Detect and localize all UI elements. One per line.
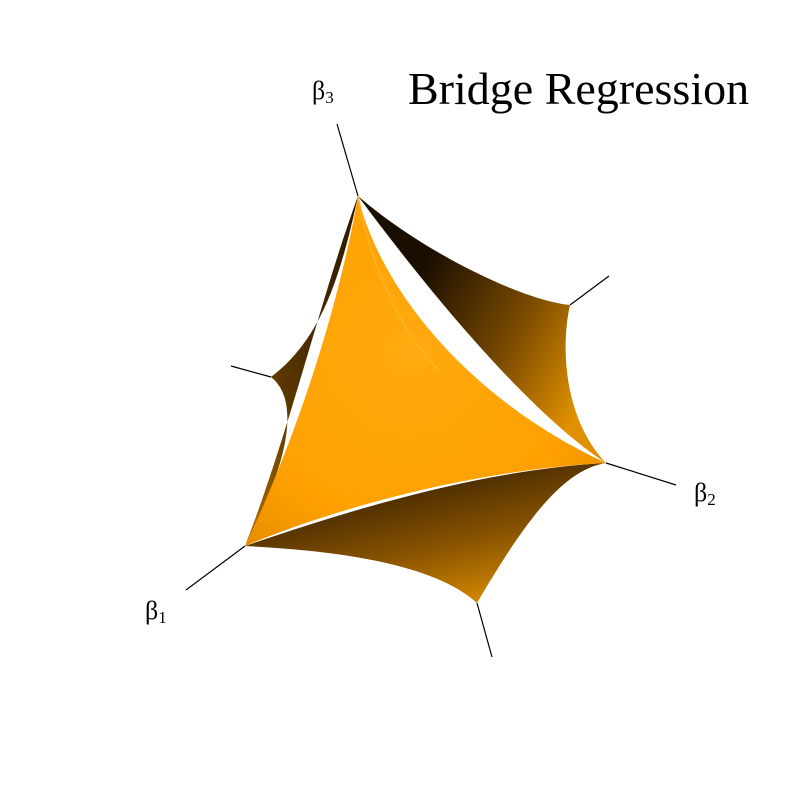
axis-index: 1 xyxy=(158,608,167,627)
right-back-face xyxy=(358,196,606,463)
bottom-back-face xyxy=(245,463,606,603)
left-back-face xyxy=(245,196,358,546)
axis-symbol: β xyxy=(694,478,708,507)
axis-index: 2 xyxy=(707,490,716,509)
axis-symbol: β xyxy=(312,76,326,105)
axis-line-beta2 xyxy=(605,462,677,486)
axis-symbol: β xyxy=(145,596,159,625)
front-face-ridge xyxy=(357,195,441,373)
front-face xyxy=(245,196,606,546)
axis-line-neg-beta1 xyxy=(569,275,610,306)
axis-index: 3 xyxy=(325,88,334,107)
axis-line-neg-beta2 xyxy=(230,365,272,378)
axis-line-neg-beta3 xyxy=(476,602,493,658)
axis-label-beta2: β2 xyxy=(694,478,716,509)
axis-label-beta1: β1 xyxy=(145,596,167,627)
axis-line-beta3 xyxy=(336,123,359,197)
axis-label-beta3: β3 xyxy=(312,76,334,107)
axis-line-beta1 xyxy=(185,545,246,591)
chart-title: Bridge Regression xyxy=(408,63,750,114)
